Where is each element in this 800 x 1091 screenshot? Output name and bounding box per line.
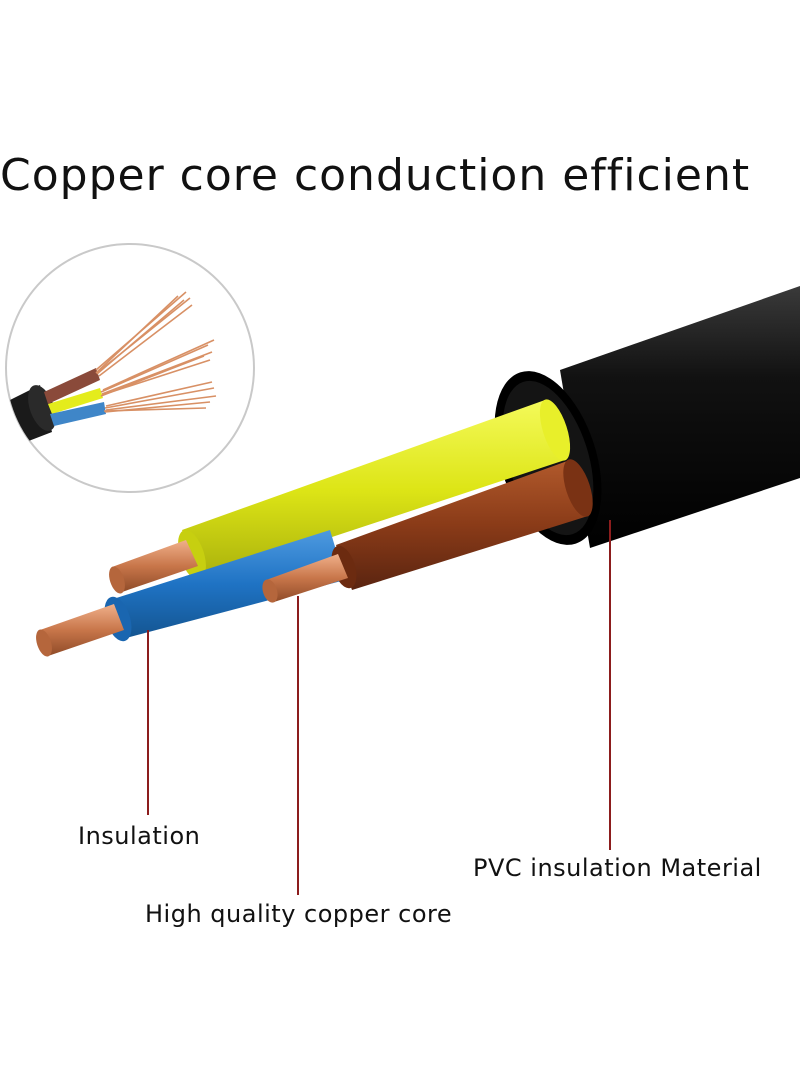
- inset-cable-circle: [5, 243, 255, 493]
- insulation-label: Insulation: [78, 822, 201, 850]
- page-title: Copper core conduction efficient: [0, 150, 751, 201]
- copper-core-label: High quality copper core: [145, 900, 453, 928]
- pvc-material-label: PVC insulation Material: [473, 854, 762, 882]
- yellow-wire: [109, 399, 571, 594]
- leader-lines: [147, 520, 611, 895]
- blue-wire: [36, 530, 345, 657]
- brown-wire: [262, 459, 593, 603]
